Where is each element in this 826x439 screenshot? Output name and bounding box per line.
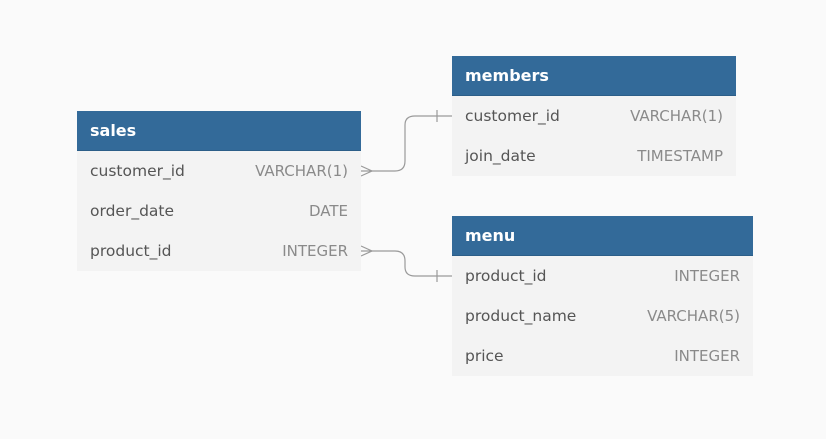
column-row: order_date DATE <box>77 191 361 231</box>
table-sales-title: sales <box>77 111 361 151</box>
column-row: product_id INTEGER <box>77 231 361 271</box>
column-type: VARCHAR(5) <box>647 307 740 325</box>
table-sales[interactable]: sales customer_id VARCHAR(1) order_date … <box>77 111 361 271</box>
table-members[interactable]: members customer_id VARCHAR(1) join_date… <box>452 56 736 176</box>
crowfoot-many-sales-product-id <box>360 245 374 257</box>
column-row: customer_id VARCHAR(1) <box>77 151 361 191</box>
column-type: DATE <box>308 202 348 220</box>
column-row: product_name VARCHAR(5) <box>452 296 753 336</box>
table-members-title: members <box>452 56 736 96</box>
table-menu[interactable]: menu product_id INTEGER product_name VAR… <box>452 216 753 376</box>
column-name: customer_id <box>90 162 185 180</box>
column-type: VARCHAR(1) <box>255 162 348 180</box>
column-type: VARCHAR(1) <box>630 107 723 125</box>
column-row: customer_id VARCHAR(1) <box>452 96 736 136</box>
connector-sales-customer-members <box>361 115 452 172</box>
connector-sales-product-menu <box>361 250 452 277</box>
column-type: INTEGER <box>674 267 740 285</box>
column-row: product_id INTEGER <box>452 256 753 296</box>
column-type: TIMESTAMP <box>637 147 723 165</box>
column-row: price INTEGER <box>452 336 753 376</box>
column-name: join_date <box>465 147 536 165</box>
column-name: customer_id <box>465 107 560 125</box>
column-name: product_name <box>465 307 577 325</box>
crowfoot-many-sales-customer-id <box>360 165 374 177</box>
column-name: order_date <box>90 202 175 220</box>
column-type: INTEGER <box>674 347 740 365</box>
column-name: price <box>465 347 504 365</box>
column-row: join_date TIMESTAMP <box>452 136 736 176</box>
column-type: INTEGER <box>282 242 348 260</box>
table-menu-title: menu <box>452 216 753 256</box>
column-name: product_id <box>90 242 172 260</box>
column-name: product_id <box>465 267 547 285</box>
